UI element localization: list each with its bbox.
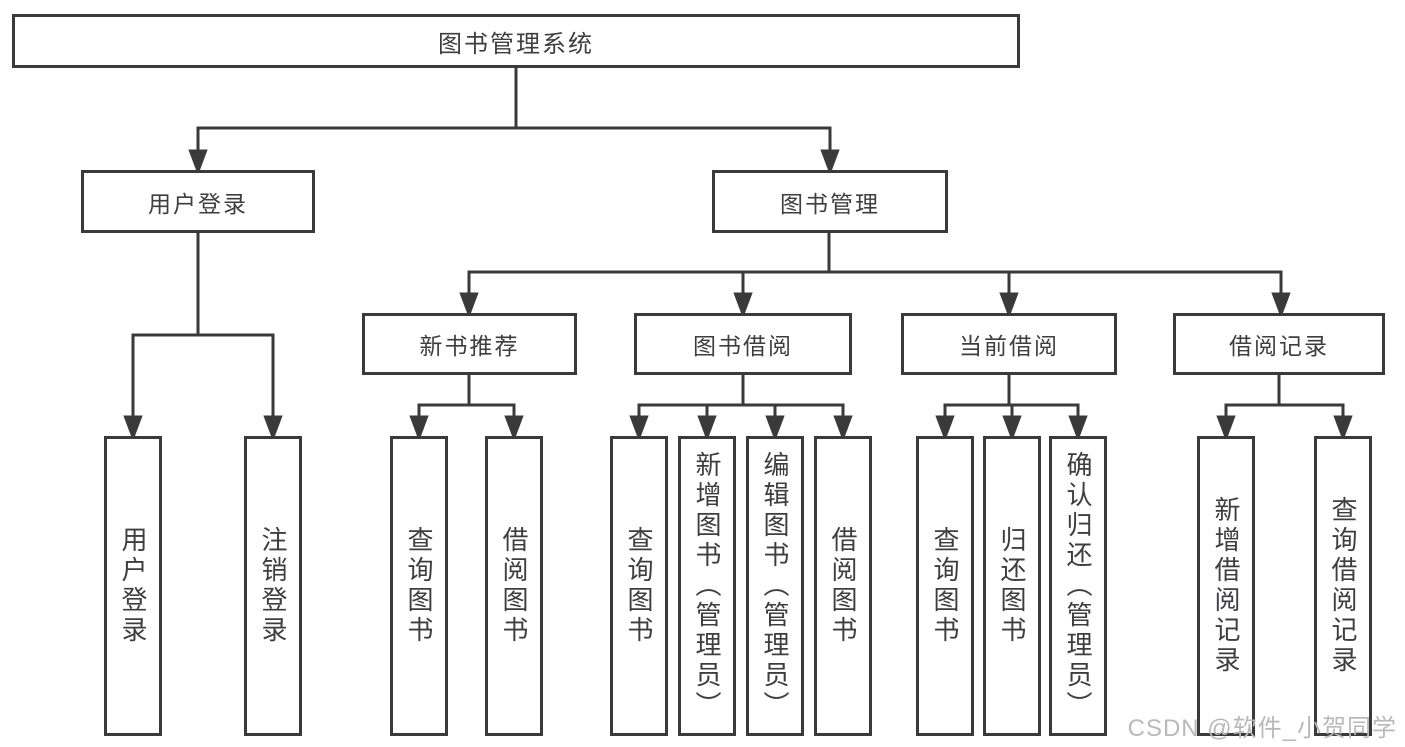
- leaf-br-query-record: 查询借阅记录: [1314, 436, 1372, 736]
- leaf-user-login-action: 用户登录: [104, 436, 162, 736]
- leaf-nr-borrow-book-label: 借阅图书: [499, 526, 529, 646]
- leaf-cb-query-book-label: 查询图书: [930, 526, 960, 646]
- csdn-watermark: CSDN @软件_小贺同学: [1127, 715, 1397, 742]
- leaf-cb-query-book: 查询图书: [916, 436, 974, 736]
- arrowhead: [504, 415, 524, 442]
- leaf-bb-borrow-book-label: 借阅图书: [828, 526, 858, 646]
- leaf-br-add-record: 新增借阅记录: [1197, 436, 1255, 736]
- leaf-cb-return-book: 归还图书: [983, 436, 1041, 736]
- node-book-management: 图书管理: [712, 170, 948, 233]
- node-borrow-record: 借阅记录: [1173, 313, 1385, 375]
- arrowhead: [733, 292, 753, 319]
- leaf-bb-edit-book-admin: 编辑图书（管理员）: [746, 436, 804, 736]
- node-current-borrow: 当前借阅: [901, 313, 1117, 375]
- arrowhead: [1216, 415, 1236, 442]
- leaf-logout-action: 注销登录: [244, 436, 302, 736]
- edge-book-borrow-to-children: [629, 375, 853, 442]
- arrowhead: [999, 292, 1019, 319]
- node-current-borrow-label: 当前借阅: [959, 333, 1059, 359]
- arrowhead: [935, 415, 955, 442]
- leaf-nr-query-book: 查询图书: [390, 436, 448, 736]
- node-user-login: 用户登录: [81, 170, 315, 233]
- node-book-borrow-label: 图书借阅: [693, 333, 793, 359]
- arrowhead: [188, 149, 208, 176]
- leaf-bb-add-book-admin: 新增图书（管理员）: [678, 436, 736, 736]
- leaf-br-query-record-label: 查询借阅记录: [1328, 496, 1358, 676]
- node-new-book-recommend: 新书推荐: [362, 313, 577, 375]
- leaf-br-add-record-label: 新增借阅记录: [1211, 496, 1241, 676]
- arrowhead: [765, 415, 785, 442]
- arrowhead: [833, 415, 853, 442]
- leaf-bb-borrow-book: 借阅图书: [814, 436, 872, 736]
- leaf-bb-add-book-admin-label: 新增图书（管理员）: [692, 451, 722, 721]
- arrowhead: [459, 292, 479, 319]
- leaf-cb-return-book-label: 归还图书: [997, 526, 1027, 646]
- edge-book-mgmt-to-level3: [459, 233, 1291, 319]
- arrowhead: [1002, 415, 1022, 442]
- node-root-system: 图书管理系统: [12, 14, 1020, 68]
- edge-borrow-record-to-children: [1216, 375, 1353, 442]
- arrowhead: [263, 415, 283, 442]
- arrowhead: [697, 415, 717, 442]
- edge-root-to-level2: [188, 68, 840, 176]
- leaf-logout-action-label: 注销登录: [258, 526, 288, 646]
- edge-new-book-to-children: [409, 375, 524, 442]
- node-book-management-label: 图书管理: [780, 190, 880, 217]
- leaf-nr-query-book-label: 查询图书: [404, 526, 434, 646]
- arrowhead: [409, 415, 429, 442]
- leaf-nr-borrow-book: 借阅图书: [485, 436, 543, 736]
- node-book-borrow: 图书借阅: [634, 313, 852, 375]
- arrowhead: [629, 415, 649, 442]
- leaf-bb-query-book-label: 查询图书: [624, 526, 654, 646]
- node-user-login-label: 用户登录: [148, 190, 248, 217]
- arrowhead: [1271, 292, 1291, 319]
- leaf-cb-confirm-return-admin-label: 确认归还（管理员）: [1063, 451, 1093, 721]
- arrowhead: [820, 149, 840, 176]
- edge-user-login-to-children: [123, 233, 283, 442]
- leaf-user-login-action-label: 用户登录: [118, 526, 148, 646]
- arrowhead: [123, 415, 143, 442]
- arrowhead: [1068, 415, 1088, 442]
- node-root-label: 图书管理系统: [438, 30, 594, 58]
- arrowhead: [1333, 415, 1353, 442]
- leaf-bb-query-book: 查询图书: [610, 436, 668, 736]
- node-new-book-recommend-label: 新书推荐: [419, 333, 520, 359]
- leaf-cb-confirm-return-admin: 确认归还（管理员）: [1049, 436, 1107, 736]
- leaf-bb-edit-book-admin-label: 编辑图书（管理员）: [760, 451, 790, 721]
- edge-current-borrow-to-children: [935, 375, 1088, 442]
- node-borrow-record-label: 借阅记录: [1229, 333, 1329, 359]
